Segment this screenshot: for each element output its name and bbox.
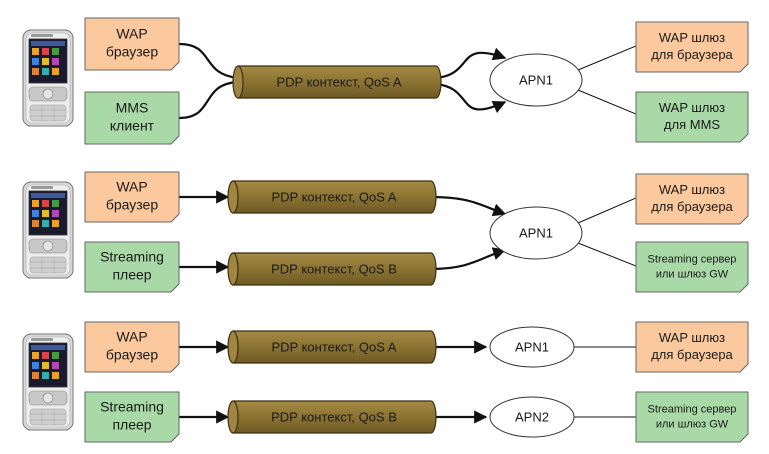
gateway-streaming-2-label: Streaming сервер xyxy=(648,253,737,265)
pdp-context-b-2-body xyxy=(232,252,437,286)
link-apn1-to-wap-gw-2 xyxy=(577,197,637,224)
client-wap-browser-3 xyxy=(84,321,180,373)
client-streaming-3-label: плеер xyxy=(112,417,151,433)
pdp-context-b-2 xyxy=(227,252,437,286)
link-wap-to-pdp-1 xyxy=(178,42,239,80)
gateway-wap-mms-1-label: WAP шлюз xyxy=(659,100,725,115)
pdp-context-b-2-end xyxy=(227,252,239,286)
pdp-context-b-3-body xyxy=(232,400,437,434)
apn-2-row3 xyxy=(489,396,575,438)
apn-1-shape xyxy=(489,53,583,107)
pdp-context-b-2-label: PDP контекст, QoS B xyxy=(271,261,397,276)
link-pdp-to-apn1-top xyxy=(435,47,507,80)
link-apn1-to-streaming-gw-2 xyxy=(577,242,637,267)
gateway-wap-browser-1-label: WAP шлюз xyxy=(659,30,725,45)
apn-1-row3-shape xyxy=(489,326,575,368)
gateway-wap-browser-1-shape xyxy=(635,21,749,73)
pdp-context-b-3-end xyxy=(227,400,239,434)
gateway-wap-browser-1 xyxy=(635,21,749,73)
apn-1-row2-shape xyxy=(489,206,583,260)
client-wap-browser-3-label: браузер xyxy=(106,347,158,363)
gateway-wap-browser-2-label: для браузера xyxy=(651,199,733,214)
pdp-context-1 xyxy=(232,65,442,99)
pdp-context-1-end xyxy=(232,65,244,99)
apn-1-row3-label: APN1 xyxy=(515,339,549,354)
gateway-wap-browser-2-label: WAP шлюз xyxy=(659,182,725,197)
pdp-context-a-2 xyxy=(227,180,437,214)
client-mms-1 xyxy=(84,91,180,145)
gateway-streaming-2-shape xyxy=(635,241,749,293)
gateway-streaming-3-label: или шлюз GW xyxy=(656,418,729,430)
pdp-context-a-2-end xyxy=(227,180,239,214)
link-pdp-b-to-apn1-2 xyxy=(430,247,507,271)
client-mms-1-shape xyxy=(84,91,180,145)
gateway-streaming-2-label: или шлюз GW xyxy=(656,268,729,280)
client-wap-browser-2 xyxy=(84,171,180,223)
client-streaming-3-label: Streaming xyxy=(100,399,164,415)
client-streaming-2-shape xyxy=(84,241,180,293)
apn-2-row3-label: APN2 xyxy=(515,409,549,424)
gateway-wap-mms-1 xyxy=(635,91,749,143)
client-wap-browser-1-label: WAP xyxy=(116,26,147,42)
gateway-wap-browser-3-shape xyxy=(635,321,749,373)
client-wap-browser-2-label: WAP xyxy=(116,179,147,195)
client-wap-browser-1-shape xyxy=(84,17,180,71)
pdp-context-b-3-label: PDP контекст, QoS B xyxy=(271,409,397,424)
pdp-context-a-3-end xyxy=(227,330,239,364)
gateway-streaming-3 xyxy=(635,391,749,443)
pdp-context-b-3 xyxy=(227,400,437,434)
pdp-context-a-2-label: PDP контекст, QoS A xyxy=(271,189,396,204)
link-mms-to-pdp-1 xyxy=(178,80,239,120)
client-wap-browser-3-label: WAP xyxy=(116,329,147,345)
client-streaming-3-shape xyxy=(84,391,180,443)
gateway-wap-browser-3 xyxy=(635,321,749,373)
link-apn1-to-mms-gw-1 xyxy=(577,89,637,115)
apn-1-label: APN1 xyxy=(519,72,553,87)
client-streaming-2-label: Streaming xyxy=(100,249,164,265)
client-wap-browser-3-shape xyxy=(84,321,180,373)
link-pdp-a-to-apn1-2 xyxy=(430,195,507,217)
client-streaming-3 xyxy=(84,391,180,443)
link-pdp-to-apn1-bottom xyxy=(435,82,507,113)
phone-2 xyxy=(22,181,74,279)
client-streaming-2-label: плеер xyxy=(112,267,151,283)
pdp-context-a-3-label: PDP контекст, QoS A xyxy=(271,339,396,354)
gateway-wap-mms-1-shape xyxy=(635,91,749,143)
phone-3 xyxy=(22,333,74,431)
pdp-context-1-label: PDP контекст, QoS A xyxy=(276,74,401,89)
gateway-wap-browser-1-label: для браузера xyxy=(651,47,733,62)
gateway-streaming-3-shape xyxy=(635,391,749,443)
gateway-streaming-3-label: Streaming сервер xyxy=(648,403,737,415)
apn-2-row3-shape xyxy=(489,396,575,438)
apn-1-row2-label: APN1 xyxy=(519,225,553,240)
gateway-wap-browser-2 xyxy=(635,173,749,225)
gateway-wap-browser-2-shape xyxy=(635,173,749,225)
client-mms-1-label: клиент xyxy=(110,118,155,134)
client-mms-1-label: MMS xyxy=(116,100,149,116)
client-streaming-2 xyxy=(84,241,180,293)
gateway-streaming-2 xyxy=(635,241,749,293)
client-wap-browser-2-shape xyxy=(84,171,180,223)
client-wap-browser-2-label: браузер xyxy=(106,197,158,213)
gateway-wap-browser-3-label: WAP шлюз xyxy=(659,330,725,345)
phone-1 xyxy=(22,29,74,127)
apn-1-row2 xyxy=(489,206,583,260)
apn-1 xyxy=(489,53,583,107)
gateway-wap-browser-3-label: для браузера xyxy=(651,347,733,362)
pdp-context-a-2-body xyxy=(232,180,437,214)
pdp-context-a-3 xyxy=(227,330,437,364)
pdp-context-1-body xyxy=(237,65,442,99)
client-wap-browser-1 xyxy=(84,17,180,71)
client-wap-browser-1-label: браузер xyxy=(106,44,158,60)
apn-1-row3 xyxy=(489,326,575,368)
link-apn1-to-wap-gw-1 xyxy=(577,45,637,71)
pdp-context-a-3-body xyxy=(232,330,437,364)
gateway-wap-mms-1-label: для MMS xyxy=(664,117,720,132)
